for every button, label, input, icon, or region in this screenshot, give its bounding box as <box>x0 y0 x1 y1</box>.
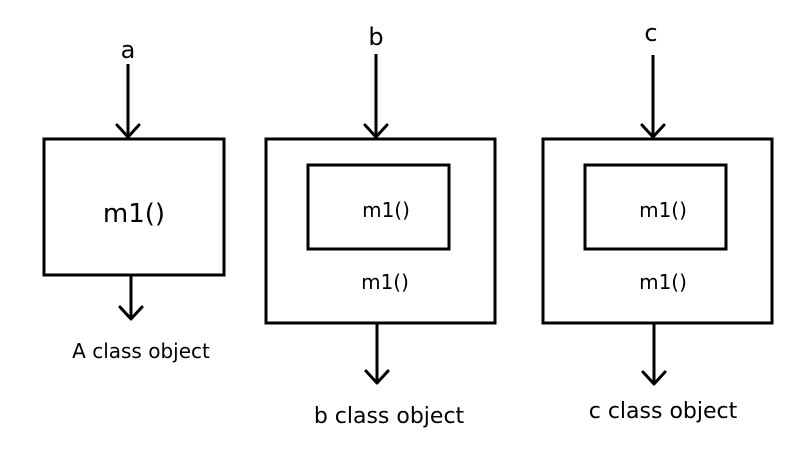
outer-class-box-b <box>264 137 497 325</box>
output-label-b: b class object <box>314 404 465 429</box>
group-a: a m1() A class object <box>42 36 226 363</box>
output-label-c: c class object <box>589 399 738 424</box>
output-arrowhead-c <box>641 370 667 386</box>
output-arrowhead-b <box>364 369 390 385</box>
input-arrowhead-c <box>640 123 666 139</box>
inner-class-box-b <box>306 163 451 251</box>
output-arrowhead-a <box>118 305 144 321</box>
outer-class-box-c <box>541 137 774 325</box>
output-label-a: A class object <box>72 339 210 363</box>
input-label-c: c <box>644 19 657 47</box>
inner-class-box-c <box>583 163 728 251</box>
input-arrowhead-a <box>115 123 141 139</box>
outer-method-label-c: m1() <box>639 270 687 294</box>
class-box-a <box>42 137 226 277</box>
outer-method-label-b: m1() <box>361 270 409 294</box>
input-label-a: a <box>121 36 136 64</box>
input-label-b: b <box>368 23 383 51</box>
group-c: c m1() m1() c class object <box>541 19 774 424</box>
inner-method-label-c: m1() <box>639 198 687 222</box>
input-arrowhead-b <box>363 123 389 139</box>
method-label-a: m1() <box>103 199 165 229</box>
group-b: b m1() m1() b class object <box>264 23 497 429</box>
inner-method-label-b: m1() <box>362 198 410 222</box>
